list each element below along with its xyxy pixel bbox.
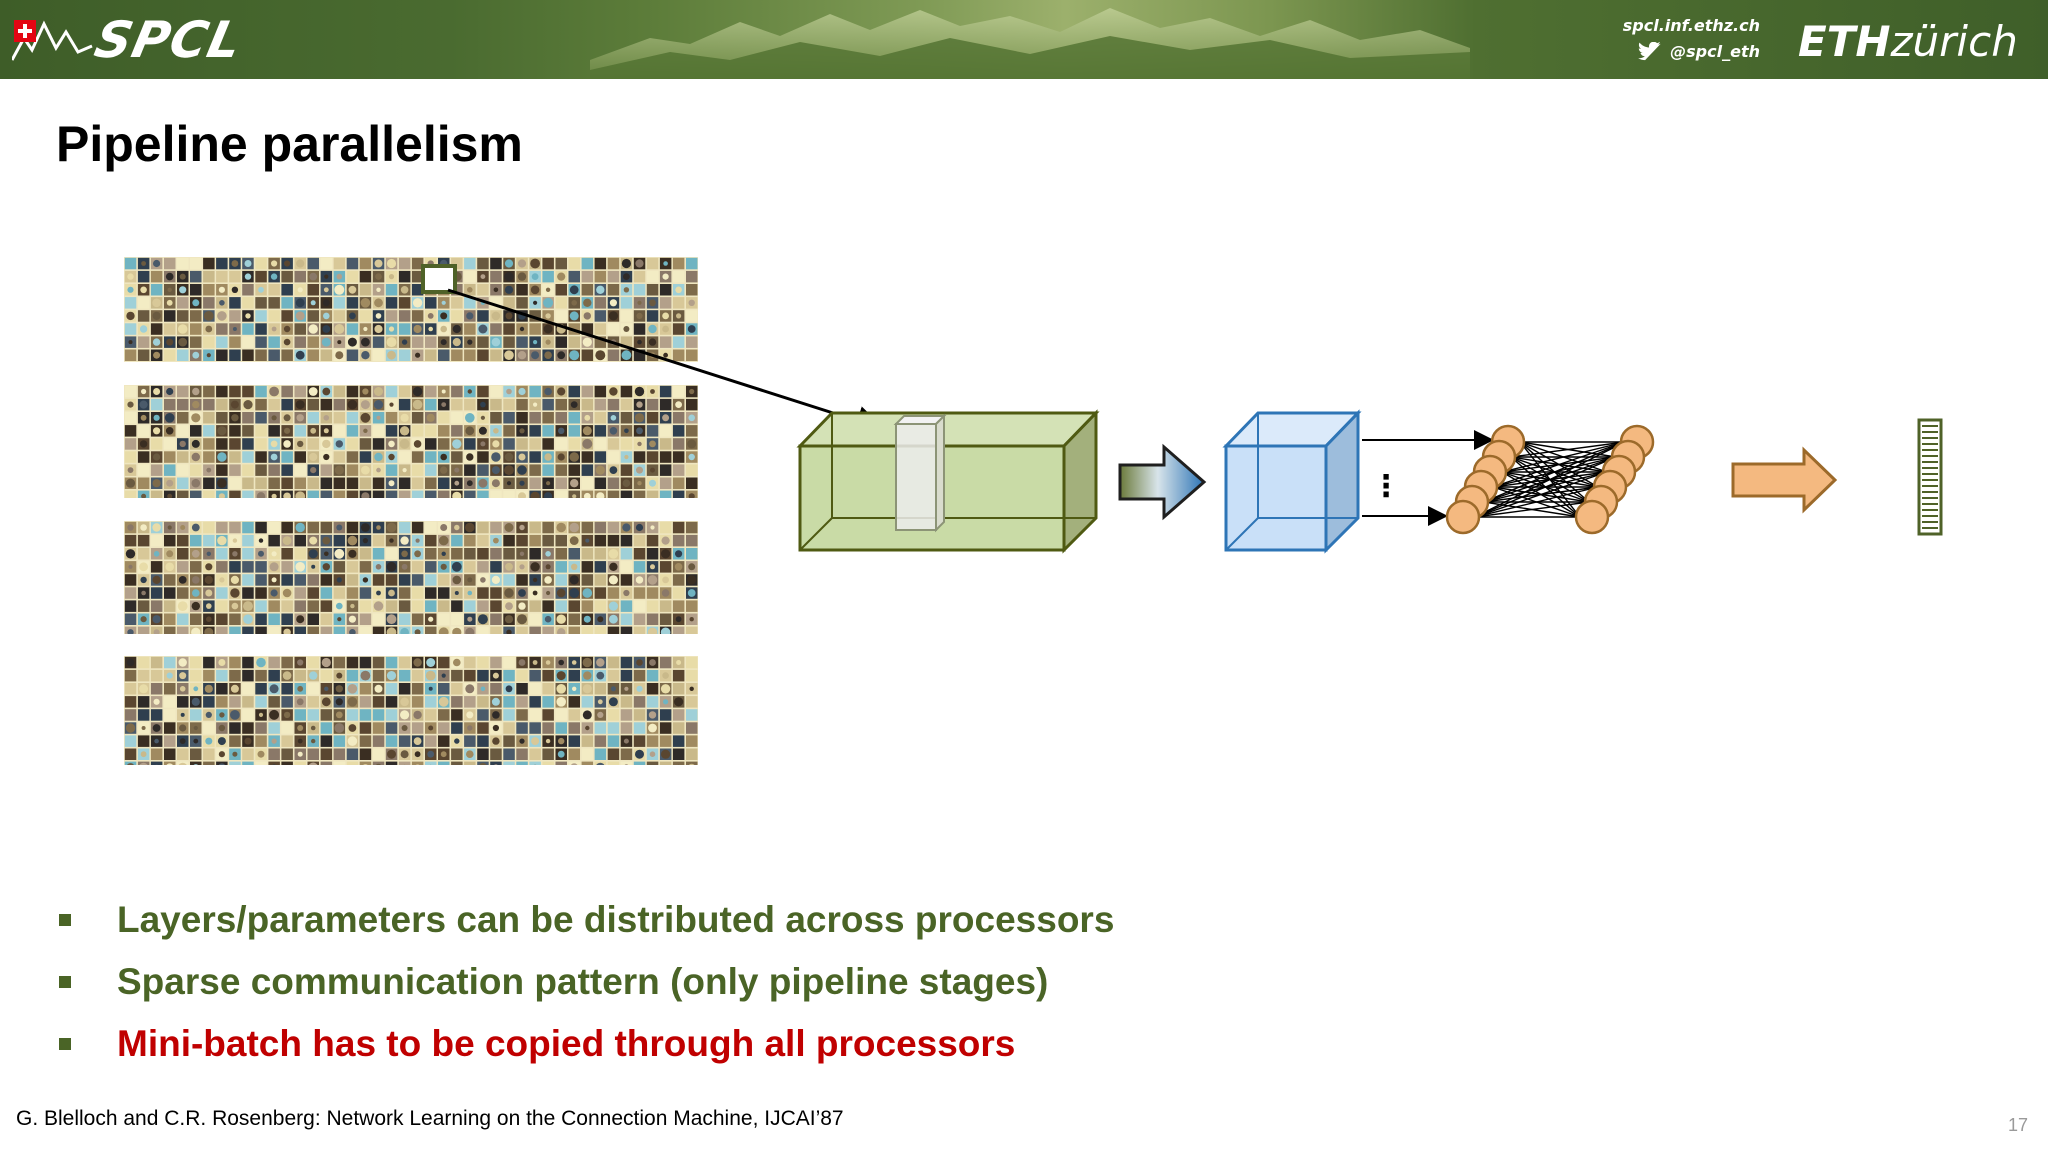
neuron [1445, 499, 1481, 535]
bullet-text: Sparse communication pattern (only pipel… [117, 961, 1049, 1002]
bullet-text: Layers/parameters can be distributed acr… [117, 899, 1115, 940]
spcl-logo[interactable]: SPCL [12, 11, 292, 69]
website-link[interactable]: spcl.inf.ethz.ch [1622, 16, 1760, 35]
image-strip [124, 656, 698, 765]
image-strip [124, 257, 698, 362]
bullet-square-icon [59, 914, 71, 926]
twitter-link[interactable]: @spcl_eth [1623, 39, 1760, 65]
twitter-bird-icon [1638, 42, 1661, 61]
citation: G. Blelloch and C.R. Rosenberg: Network … [16, 1107, 844, 1130]
neuron-column-right [1574, 424, 1655, 535]
stage-arrow [1118, 443, 1207, 521]
patch-arrow [447, 288, 886, 435]
thumbnail-grid [124, 385, 698, 498]
image-strip [124, 521, 698, 634]
conv-layer-cuboid [796, 409, 1100, 554]
fc-connections [1474, 441, 1626, 518]
page-number: 17 [2007, 1115, 2028, 1135]
slide-title: Pipeline parallelism [56, 116, 523, 172]
thumbnail-grid [124, 521, 698, 634]
thumbnail-grid [124, 656, 698, 765]
blue-cube [1222, 409, 1362, 554]
twitter-handle: @spcl_eth [1670, 42, 1760, 61]
swiss-flag-icon [14, 20, 36, 42]
bullet-text: Mini-batch has to be copied through all … [117, 1023, 1016, 1064]
bullet-square-icon [59, 1038, 71, 1050]
selected-input-patch [421, 264, 457, 294]
eth-logo-bold: ETH [1798, 17, 1891, 66]
eth-logo-light: zürich [1890, 17, 2018, 66]
thumbnail-grid [124, 257, 698, 362]
neuron [1574, 499, 1610, 535]
output-arrow [1731, 446, 1838, 514]
image-strip [124, 385, 698, 498]
eth-zurich-logo[interactable]: ETHzürich [1798, 14, 2018, 79]
ellipsis: ⋮ [1371, 469, 1401, 504]
contact-info: spcl.inf.ethz.ch @spcl_eth [1623, 13, 1760, 65]
header-banner: SPCL spcl.inf.ethz.ch @spcl_eth ETHzüric… [0, 0, 2048, 79]
mountain-panorama [590, 8, 1470, 79]
output-vector [1917, 418, 1943, 536]
neuron-column-left [1445, 424, 1526, 535]
bullet-square-icon [59, 976, 71, 988]
